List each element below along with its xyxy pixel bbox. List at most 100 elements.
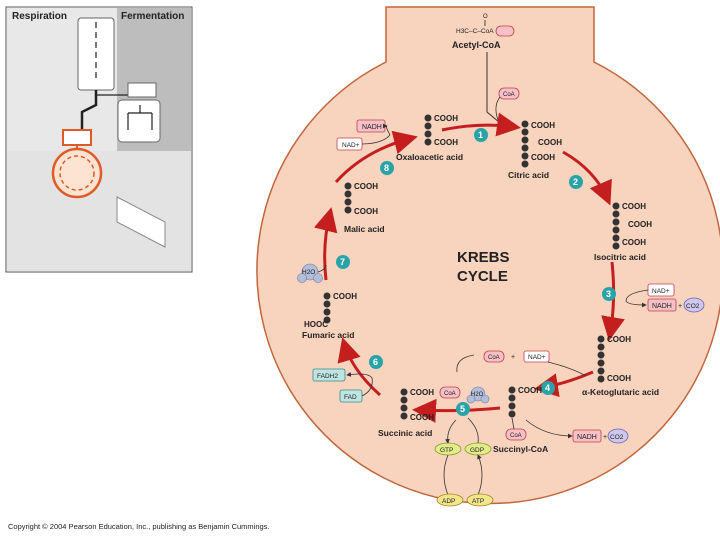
adp-pill	[436, 493, 464, 507]
plus-step4: +	[511, 354, 515, 361]
succinyl-coa-chain: COOH CoA	[505, 386, 542, 441]
isocitric-chain: COOH COOH COOH	[612, 202, 652, 250]
ketoglutaric-label: α-Ketoglutaric acid	[582, 387, 659, 397]
gtp-label: GTP	[440, 447, 453, 454]
svg-text:COOH: COOH	[410, 413, 434, 422]
step-badge-8: 8	[380, 161, 394, 175]
gtp-path	[445, 419, 457, 444]
overview-inset: Respiration Fermentation	[5, 6, 193, 273]
svg-text:COOH: COOH	[538, 138, 562, 147]
svg-text:COOH: COOH	[354, 207, 378, 216]
malic-label: Malic acid	[344, 224, 385, 234]
fadh2-label: FADH2	[317, 373, 338, 380]
arrow-step-2	[562, 150, 612, 206]
adp-to-gdp-path	[477, 454, 483, 496]
molecule-chains: COOH COOH Oxaloacetic acid COOH COOH COO…	[302, 114, 659, 454]
krebs-title-line2: CYCLE	[457, 268, 508, 285]
nad-label-step3: NAD+	[652, 288, 670, 295]
acetyl-formula: H3C–C–CoA	[456, 28, 494, 35]
nadh-label-step4: NADH	[577, 434, 597, 441]
svg-text:COOH: COOH	[434, 138, 458, 147]
svg-text:COOH: COOH	[531, 153, 555, 162]
svg-text:7: 7	[340, 257, 345, 267]
nad-path-step8	[361, 134, 391, 145]
svg-text:COOH: COOH	[531, 121, 555, 130]
succinyl-coa-label: Succinyl-CoA	[493, 444, 548, 454]
coa-release-tag	[498, 87, 520, 100]
svg-text:1: 1	[478, 130, 483, 140]
fadh2-box	[312, 368, 346, 382]
fermentation-path	[95, 90, 128, 96]
coa-label-step4: CoA	[488, 355, 500, 361]
step-badge-2: 2	[569, 175, 583, 189]
svg-text:COOH: COOH	[622, 202, 646, 211]
nad-label-step4: NAD+	[528, 354, 546, 361]
step-badge-7: 7	[336, 255, 350, 269]
ketoglutaric-chain: COOH COOH	[597, 335, 631, 383]
acetyl-oxygen: O	[483, 14, 488, 20]
coa-return-path	[456, 354, 475, 373]
nad-path-step3	[625, 289, 649, 308]
gdp-label: GDP	[470, 447, 484, 454]
svg-text:4: 4	[545, 383, 550, 393]
krebs-title-line1: KREBS	[457, 249, 510, 266]
respiration-label: Respiration	[12, 11, 67, 22]
oxaloacetic-label: Oxaloacetic acid	[396, 152, 463, 162]
co2-bubble-step3	[683, 297, 705, 313]
fumaric-chain: COOH HOOC	[304, 292, 357, 329]
water-molecule-step5: H2O	[466, 386, 490, 404]
plus-step4b: +	[603, 434, 607, 441]
svg-text:5: 5	[460, 404, 465, 414]
arrow-step-1	[441, 112, 521, 137]
citric-chain: COOH COOH COOH	[521, 120, 562, 168]
gdp-path	[467, 417, 479, 444]
svg-text:COOH: COOH	[622, 238, 646, 247]
nad-path-step4	[547, 361, 587, 377]
svg-text:HOOC: HOOC	[304, 320, 328, 329]
nadh-path-step4	[525, 419, 573, 439]
coa-release-label: CoA	[503, 92, 515, 98]
inset-highlight-box	[62, 129, 92, 146]
gtp-to-atp-path	[443, 454, 449, 496]
svg-text:6: 6	[373, 357, 378, 367]
nad-box-step4	[523, 350, 550, 363]
nadh-label-step8: NADH	[362, 124, 382, 131]
arrow-step-8	[334, 130, 418, 184]
water-molecule-step7: H2O	[297, 263, 323, 283]
malic-chain: COOH COOH	[344, 182, 378, 216]
step-badge-5: 5	[456, 402, 470, 416]
step-badge-4: 4	[541, 381, 555, 395]
svg-text:COOH: COOH	[607, 335, 631, 344]
fermentation-box	[127, 82, 157, 98]
atp-label: ATP	[472, 498, 484, 505]
nad-label-step8: NAD+	[342, 142, 360, 149]
svg-text:COOH: COOH	[628, 220, 652, 229]
coa-label-step5: CoA	[444, 391, 456, 397]
svg-text:COOH: COOH	[607, 374, 631, 383]
cofactors: NADH NAD+ NAD+ NADH + CO2 CoA + NAD+ NAD…	[297, 119, 705, 507]
co2-label-step4: CO2	[610, 434, 624, 441]
svg-text:COOH: COOH	[354, 182, 378, 191]
oxaloacetic-chain: COOH COOH	[424, 114, 458, 147]
adp-label: ADP	[442, 498, 455, 505]
fermentation-branch	[127, 105, 153, 130]
inset-cycle-ring	[59, 155, 95, 191]
acetyl-coa-label: Acetyl-CoA	[452, 40, 501, 50]
coa-box-step5	[439, 386, 461, 399]
citric-label: Citric acid	[508, 170, 549, 180]
plus-step3: +	[678, 303, 682, 310]
arrow-step-7	[313, 207, 338, 281]
nadh-box-step3	[647, 298, 677, 312]
svg-text:CoA: CoA	[510, 433, 522, 439]
fumaric-label: Fumaric acid	[302, 330, 354, 340]
co2-label-step3: CO2	[686, 303, 700, 310]
step-badge-6: 6	[369, 355, 383, 369]
fermentation-products-box	[117, 99, 161, 143]
svg-text:COOH: COOH	[518, 386, 542, 395]
step-badge-3: 3	[602, 287, 616, 301]
nadh-box-step4	[572, 429, 602, 443]
acetyl-coa-tag	[495, 25, 515, 37]
step-badges: 1 2 3 4 5 6 7 8	[336, 128, 616, 416]
